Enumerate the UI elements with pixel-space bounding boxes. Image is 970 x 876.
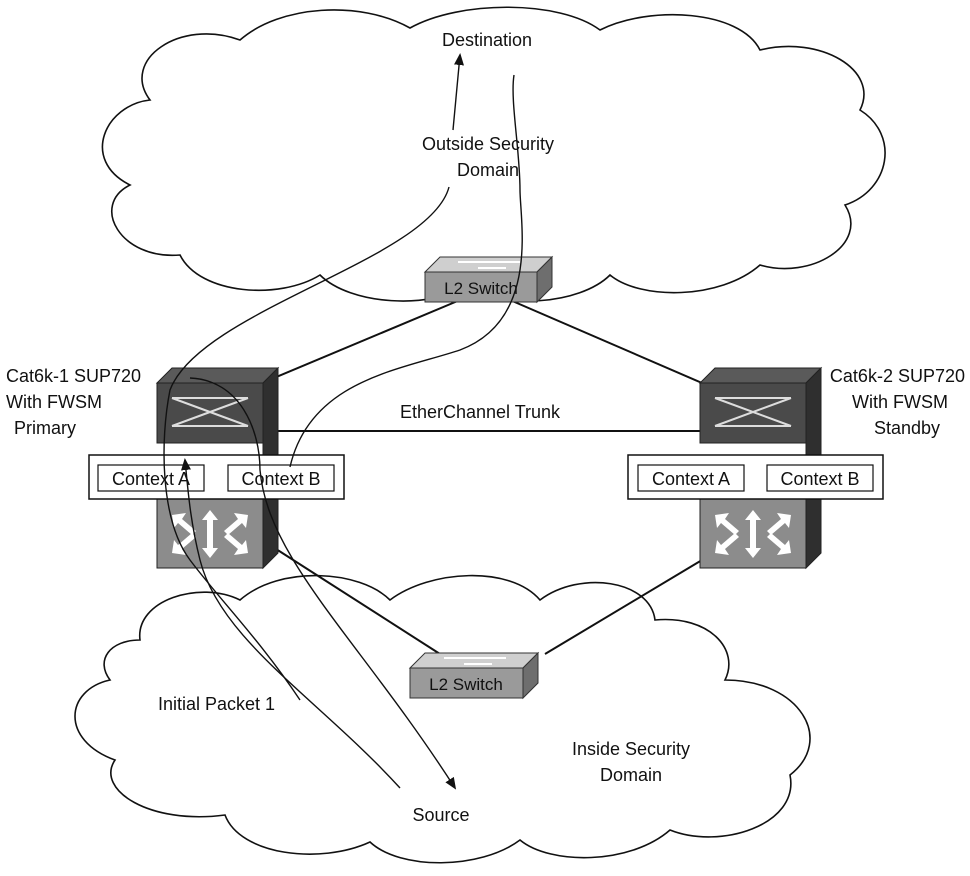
- cat6k-1-label-line1: Cat6k-1 SUP720: [6, 366, 141, 386]
- cat6k-2-context-a-box: [637, 464, 745, 492]
- cat6k-2-label-line3: Standby: [874, 418, 940, 438]
- crossbar-icon: [714, 397, 792, 427]
- flow-source-to-context-a: [181, 458, 401, 789]
- cat6k-2-label-line2: With FWSM: [852, 392, 948, 412]
- cat6k-1-context-panel: Context A Context B: [88, 454, 345, 500]
- switch-arrows-icon: [444, 657, 506, 665]
- link-top-switch-to-cat6k-2: [509, 299, 703, 384]
- flow-outside-loop-to-context-a: [163, 186, 450, 701]
- initial-packet-label: Initial Packet 1: [158, 694, 275, 714]
- outside-domain-label-line1: Outside Security: [422, 134, 554, 154]
- cat6k-1-context-b-label: Context B: [241, 469, 320, 489]
- link-top-switch-to-cat6k-1: [261, 299, 461, 384]
- cat6k-1-label-line3: Primary: [14, 418, 76, 438]
- switch-arrows-icon: [458, 261, 520, 269]
- cat6k-2-context-a-label: Context A: [652, 469, 730, 489]
- inside-security-cloud: [74, 574, 811, 864]
- router-arrows-icon: [172, 510, 248, 558]
- link-cat6k-2-to-bottom-switch: [544, 559, 703, 655]
- cat6k-1-label-line2: With FWSM: [6, 392, 102, 412]
- bottom-l2-switch-label: L2 Switch: [429, 675, 503, 694]
- flow-to-destination: [452, 53, 464, 131]
- top-l2-switch: L2 Switch: [423, 255, 554, 304]
- top-l2-switch-label: L2 Switch: [444, 279, 518, 298]
- flow-context-b-to-outside: [289, 74, 523, 468]
- link-cat6k-1-to-bottom-switch: [261, 539, 441, 655]
- cat6k-2-label-line1: Cat6k-2 SUP720: [830, 366, 965, 386]
- cat6k-2-context-b-label: Context B: [780, 469, 859, 489]
- outside-domain-label-line2: Domain: [457, 160, 519, 180]
- router-arrows-icon: [715, 510, 791, 558]
- source-label: Source: [412, 805, 469, 825]
- inside-domain-label-line2: Domain: [600, 765, 662, 785]
- inside-domain-label-line1: Inside Security: [572, 739, 690, 759]
- flow-context-a-to-source: [189, 377, 457, 790]
- cat6k-1-context-b-box: [227, 464, 335, 492]
- outside-security-cloud: [101, 6, 886, 302]
- bottom-l2-switch: L2 Switch: [408, 651, 540, 700]
- etherchannel-trunk-label: EtherChannel Trunk: [400, 402, 561, 422]
- cat6k-2-context-panel: Context A Context B: [627, 454, 884, 500]
- cat6k-2-context-b-box: [766, 464, 874, 492]
- cat6k-1-context-a-label: Context A: [112, 469, 190, 489]
- destination-label: Destination: [442, 30, 532, 50]
